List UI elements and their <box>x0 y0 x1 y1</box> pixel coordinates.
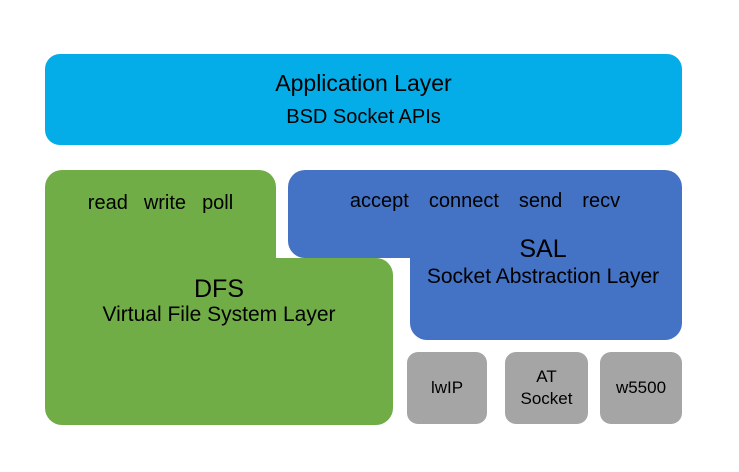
driver-label-lwip: lwIP <box>430 377 464 397</box>
application-layer-subtitle: BSD Socket APIs <box>286 106 441 128</box>
application-layer-title: Application Layer <box>275 70 452 96</box>
driver-label-w5500: w5500 <box>615 377 667 397</box>
driver-box-w5500[interactable]: w5500 <box>600 352 682 424</box>
dfs-layer-box-lower[interactable] <box>45 258 393 425</box>
sal-layer-box-lower[interactable] <box>410 240 682 340</box>
application-layer-box[interactable]: Application Layer BSD Socket APIs <box>45 54 682 145</box>
driver-box-lwip[interactable]: lwIP <box>407 352 487 424</box>
